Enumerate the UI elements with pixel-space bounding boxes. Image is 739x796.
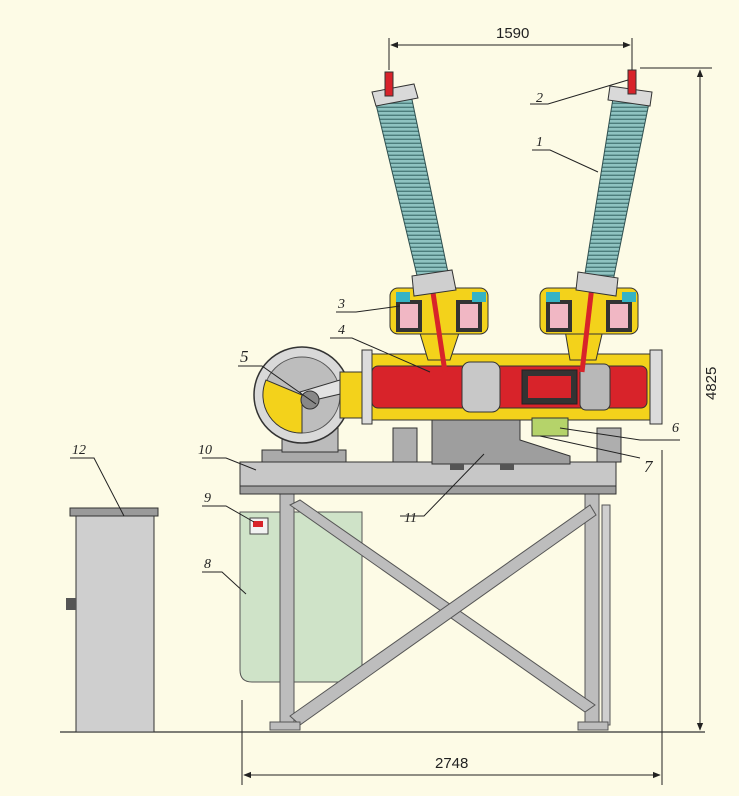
callout-10: 10 bbox=[198, 443, 212, 458]
right-post bbox=[596, 427, 622, 463]
callout-9: 9 bbox=[204, 491, 211, 506]
callout-12: 12 bbox=[72, 443, 86, 458]
dimension-lines bbox=[241, 38, 712, 785]
right-bushing bbox=[575, 69, 653, 297]
left-ct-housing bbox=[389, 285, 489, 373]
callout-leaders bbox=[70, 79, 680, 595]
right-ct-housing bbox=[539, 285, 639, 373]
control-cabinet bbox=[66, 507, 159, 733]
callout-1: 1 bbox=[536, 135, 543, 150]
drive-mechanism bbox=[253, 346, 375, 453]
left-post bbox=[392, 427, 418, 463]
callout-7: 7 bbox=[644, 457, 654, 476]
platform bbox=[239, 449, 617, 495]
callout-8: 8 bbox=[204, 557, 211, 572]
dim-total-width: 2748 bbox=[435, 755, 468, 772]
callout-3: 3 bbox=[337, 297, 345, 312]
callout-6: 6 bbox=[672, 421, 679, 436]
callout-2: 2 bbox=[536, 91, 543, 106]
dim-total-height: 4825 bbox=[703, 367, 720, 400]
dim-bushing-spacing: 1590 bbox=[496, 25, 529, 42]
callout-11: 11 bbox=[404, 511, 417, 526]
left-bushing bbox=[371, 71, 457, 297]
callout-4: 4 bbox=[338, 323, 345, 338]
callout-5: 5 bbox=[240, 347, 249, 366]
